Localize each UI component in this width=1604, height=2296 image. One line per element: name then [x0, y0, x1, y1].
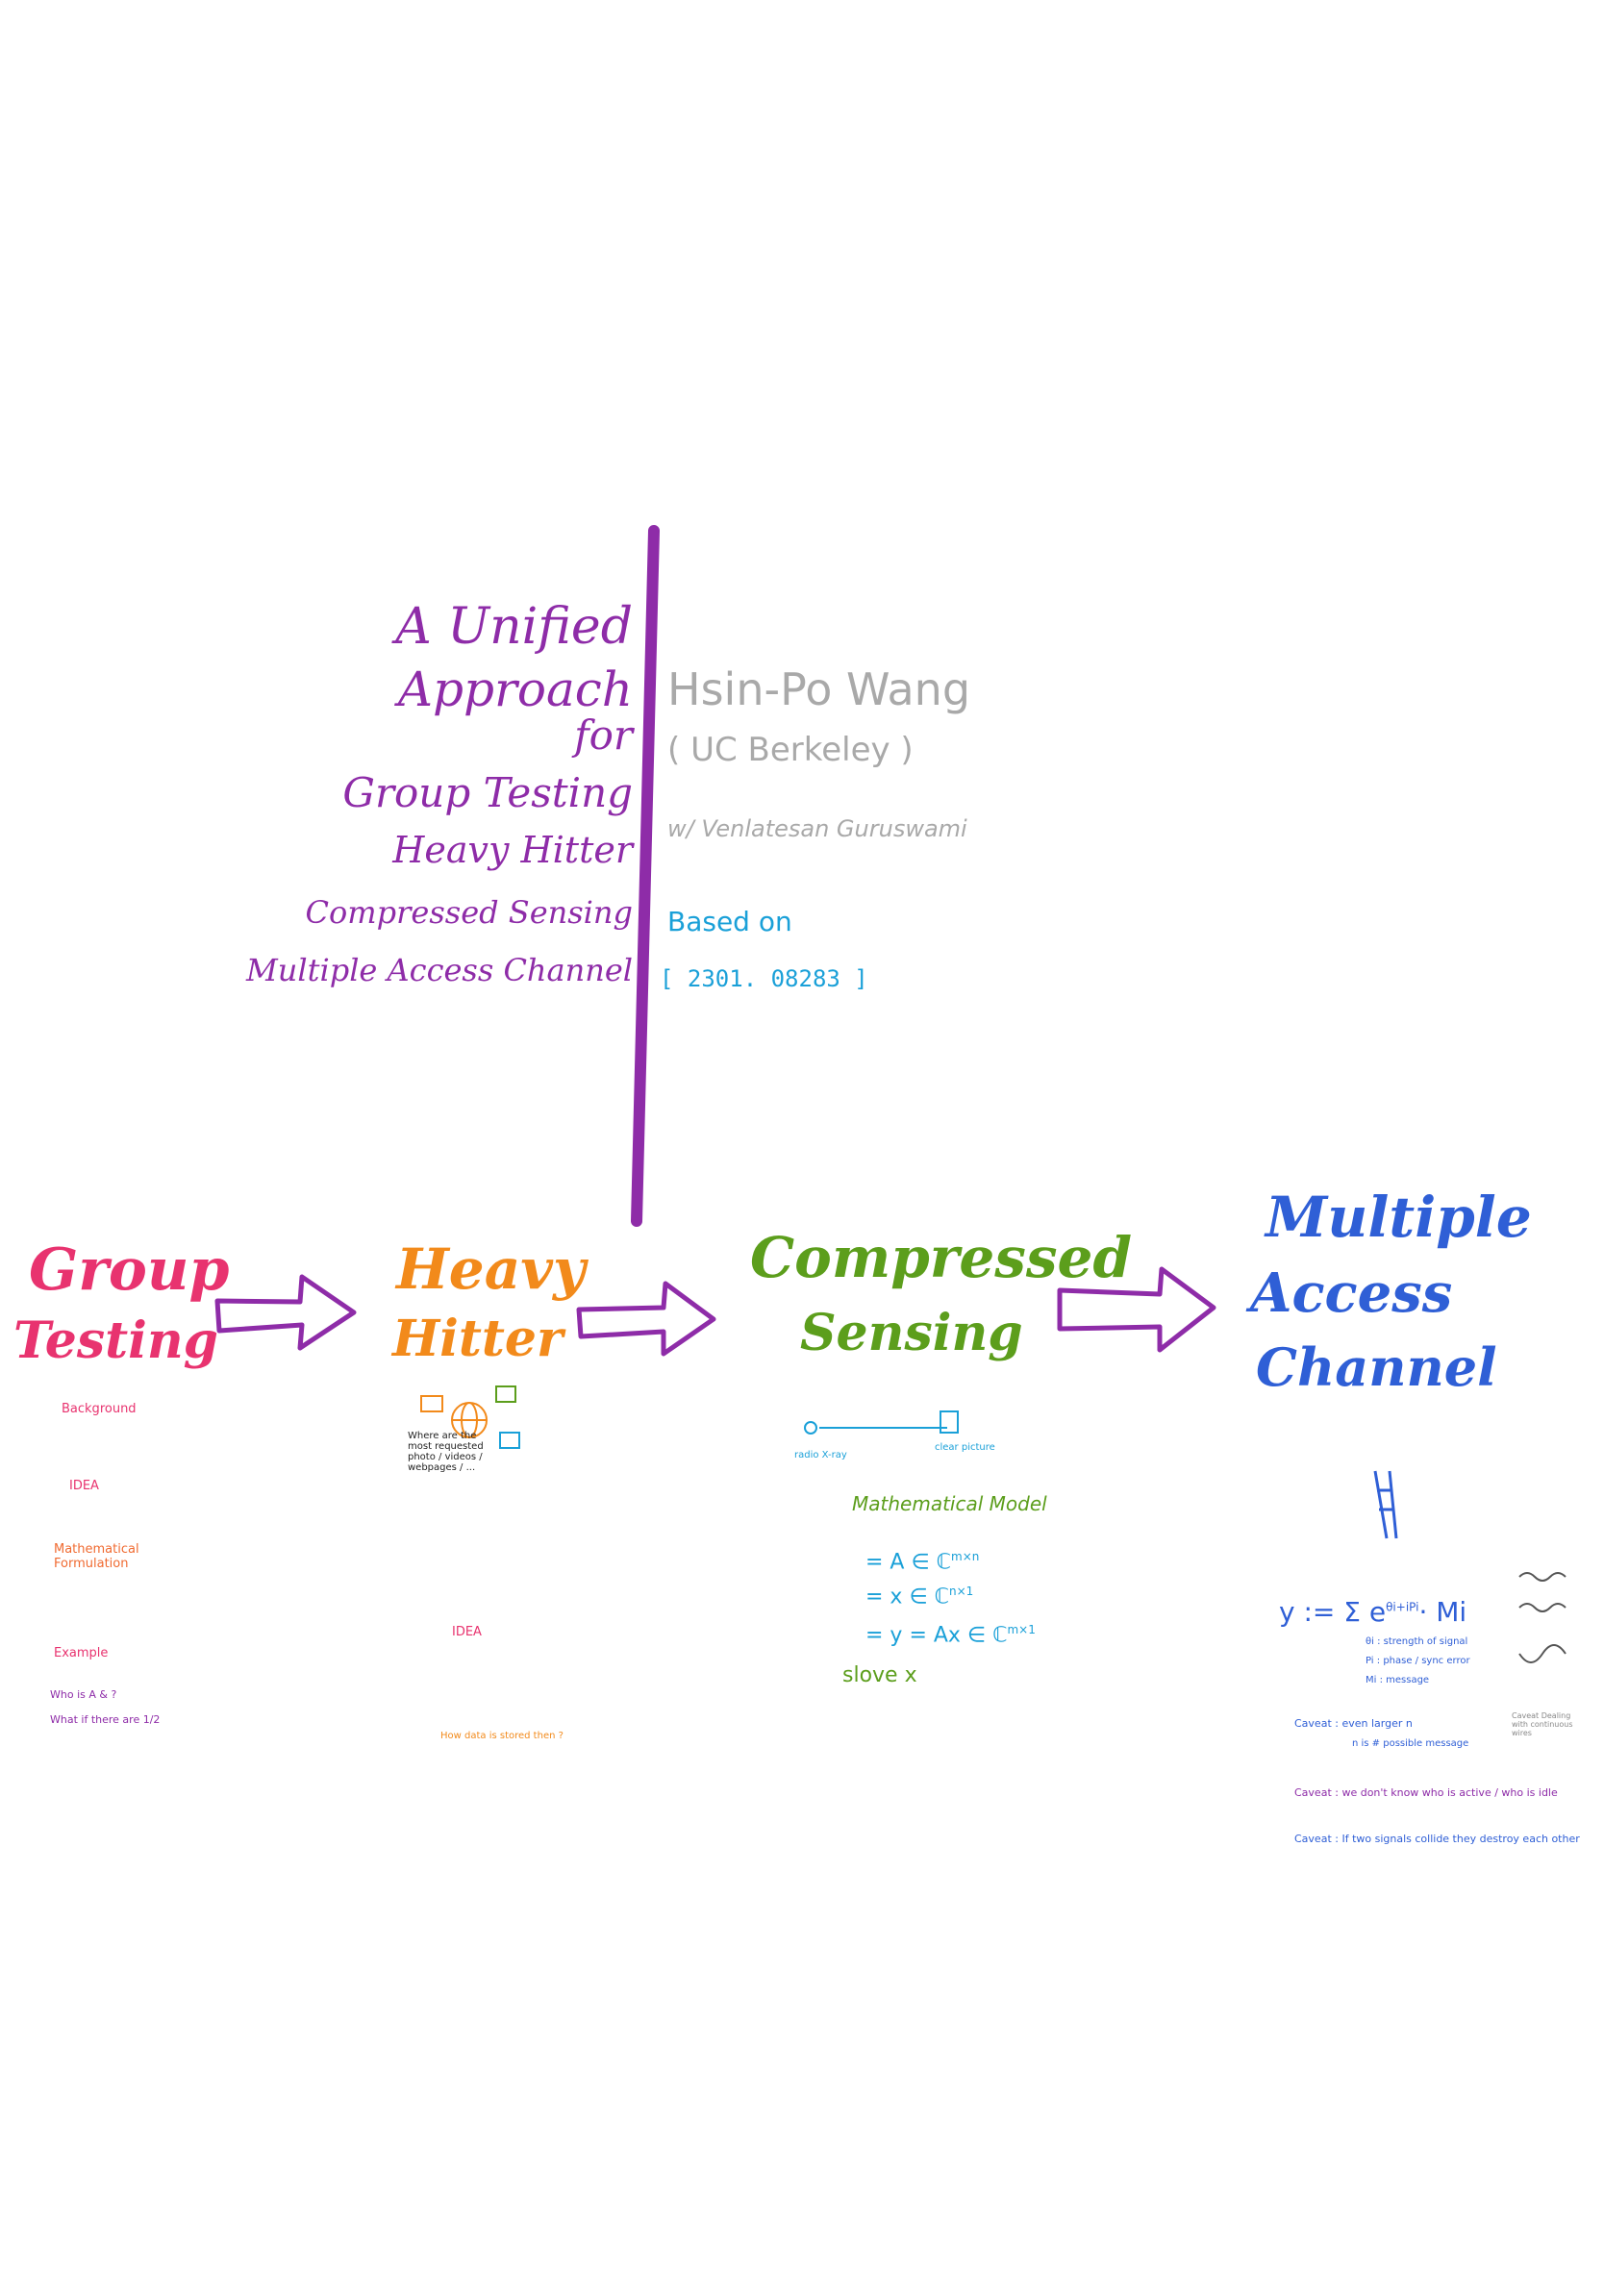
- title-line-6: Compressed Sensing: [305, 894, 633, 931]
- gt-example: Example: [54, 1646, 109, 1660]
- compressed-sensing-title-1: Compressed: [750, 1225, 1132, 1290]
- mac-formula-tail: · Mi: [1418, 1596, 1467, 1628]
- mac-caveat-1: Caveat : even larger n: [1294, 1717, 1413, 1730]
- hh-intro: Where are the most requested photo / vid…: [408, 1431, 484, 1473]
- mac-caveat-2: Caveat : we don't know who is active / w…: [1294, 1786, 1558, 1799]
- group-testing-title-1: Group: [29, 1236, 230, 1304]
- xray-setup-icon: [804, 1410, 959, 1435]
- gt-q1: Who is A & ?: [50, 1688, 117, 1701]
- mac-title-3: Channel: [1256, 1336, 1497, 1398]
- mac-formula-sup: θi+iPi: [1386, 1600, 1419, 1614]
- screen-icon: [499, 1432, 520, 1449]
- cs-radio: radio X-ray: [794, 1450, 847, 1460]
- cs-row-1: = A ∈ ℂm×n: [865, 1550, 979, 1574]
- title-line-5: Heavy Hitter: [392, 829, 633, 871]
- compressed-sensing-title-2: Sensing: [800, 1304, 1023, 1362]
- cs-row-2-sup: n×1: [948, 1585, 974, 1598]
- cs-row-1-sup: m×n: [951, 1550, 980, 1563]
- author-affiliation: ( UC Berkeley ): [667, 731, 914, 769]
- title-line-7: Multiple Access Channel: [246, 952, 633, 988]
- title-line-1: A Unified: [395, 598, 633, 656]
- mac-formula-main: y := Σ e: [1279, 1596, 1387, 1628]
- hh-last: How data is stored then ?: [440, 1731, 564, 1741]
- arrow-3-icon: [1057, 1266, 1216, 1353]
- heavy-hitter-title-1: Heavy: [396, 1236, 586, 1302]
- collaborator: w/ Venlatesan Guruswami: [667, 815, 967, 842]
- author-name: Hsin-Po Wang: [667, 663, 971, 715]
- title-divider-line: [631, 525, 660, 1227]
- mac-caveat-3: Caveat : If two signals collide they des…: [1294, 1833, 1580, 1845]
- device-icon: [495, 1385, 516, 1403]
- title-line-2: Approach: [397, 661, 633, 717]
- heavy-hitter-title-2: Hitter: [392, 1310, 564, 1368]
- cs-model: Mathematical Model: [852, 1492, 1047, 1515]
- mac-aside: Caveat Dealing with continuous wires: [1512, 1711, 1573, 1737]
- title-line-4: Group Testing: [342, 769, 633, 816]
- title-line-3: for: [574, 711, 633, 759]
- group-testing-title-2: Testing: [13, 1311, 219, 1370]
- cs-row-2: = x ∈ ℂn×1: [865, 1585, 973, 1609]
- cs-row-3-text: = y = Ax ∈ ℂ: [865, 1623, 1008, 1648]
- based-on-label: Based on: [667, 906, 792, 937]
- mac-legend-1: θi : strength of signal: [1366, 1636, 1468, 1647]
- radio-tower-icon: [1373, 1470, 1398, 1539]
- mac-legend-2: Pi : phase / sync error: [1366, 1656, 1470, 1666]
- globe-icon: [420, 1395, 488, 1438]
- cs-picture: clear picture: [935, 1442, 995, 1453]
- mac-title-1: Multiple: [1266, 1185, 1532, 1250]
- gt-background: Background: [62, 1402, 137, 1416]
- gt-idea: IDEA: [69, 1479, 99, 1493]
- cs-row-2-text: = x ∈ ℂ: [865, 1585, 949, 1610]
- gt-q2: What if there are 1/2: [50, 1713, 161, 1726]
- cs-row-1-text: = A ∈ ℂ: [865, 1550, 951, 1575]
- mac-caveat-1b: n is # possible message: [1352, 1738, 1469, 1749]
- arrow-1-icon: [214, 1274, 357, 1351]
- arrow-2-icon: [576, 1281, 716, 1357]
- mac-formula: y := Σ eθi+iPi· Mi: [1279, 1596, 1466, 1628]
- arxiv-reference: [ 2301. 08283 ]: [660, 965, 868, 992]
- cs-row-3: = y = Ax ∈ ℂm×1: [865, 1623, 1036, 1647]
- mac-title-2: Access: [1250, 1261, 1453, 1325]
- squiggle-icon: [1518, 1572, 1566, 1663]
- cs-solve: slove x: [842, 1663, 917, 1687]
- hh-idea: IDEA: [452, 1625, 482, 1639]
- gt-math: Mathematical Formulation: [54, 1542, 139, 1571]
- cs-row-3-sup: m×1: [1007, 1623, 1036, 1636]
- mac-legend-3: Mi : message: [1366, 1675, 1430, 1685]
